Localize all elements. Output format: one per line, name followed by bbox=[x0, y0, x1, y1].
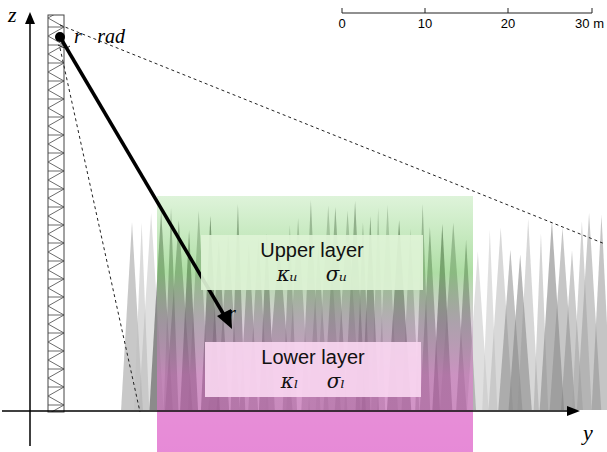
tree-points bbox=[592, 215, 607, 410]
axis-label: y bbox=[583, 420, 593, 446]
tower bbox=[48, 15, 64, 412]
parameter-symbol: κₗ bbox=[281, 369, 299, 393]
axis-label: z bbox=[8, 2, 17, 28]
scale-number: 30 m bbox=[575, 16, 604, 31]
parameter-symbol: σₗ bbox=[327, 369, 346, 393]
layer-band bbox=[157, 196, 473, 452]
layer-box: Lower layerκₗ σₗ bbox=[205, 342, 421, 397]
layer-name: Upper layer bbox=[211, 239, 413, 262]
ground-band bbox=[157, 412, 473, 452]
layer-box: Upper layerκᵤ σᵤ bbox=[201, 235, 423, 290]
scale-number: 20 bbox=[501, 16, 515, 31]
scale-number: 0 bbox=[338, 16, 345, 31]
scale-number: 10 bbox=[418, 16, 432, 31]
vector-label: r⃗ bbox=[228, 302, 251, 325]
layer-name: Lower layer bbox=[215, 346, 411, 369]
parameter-symbol: κᵤ bbox=[277, 262, 298, 286]
vector-label: r⃗rad bbox=[74, 25, 125, 48]
parameter-symbol: σᵤ bbox=[326, 262, 348, 286]
